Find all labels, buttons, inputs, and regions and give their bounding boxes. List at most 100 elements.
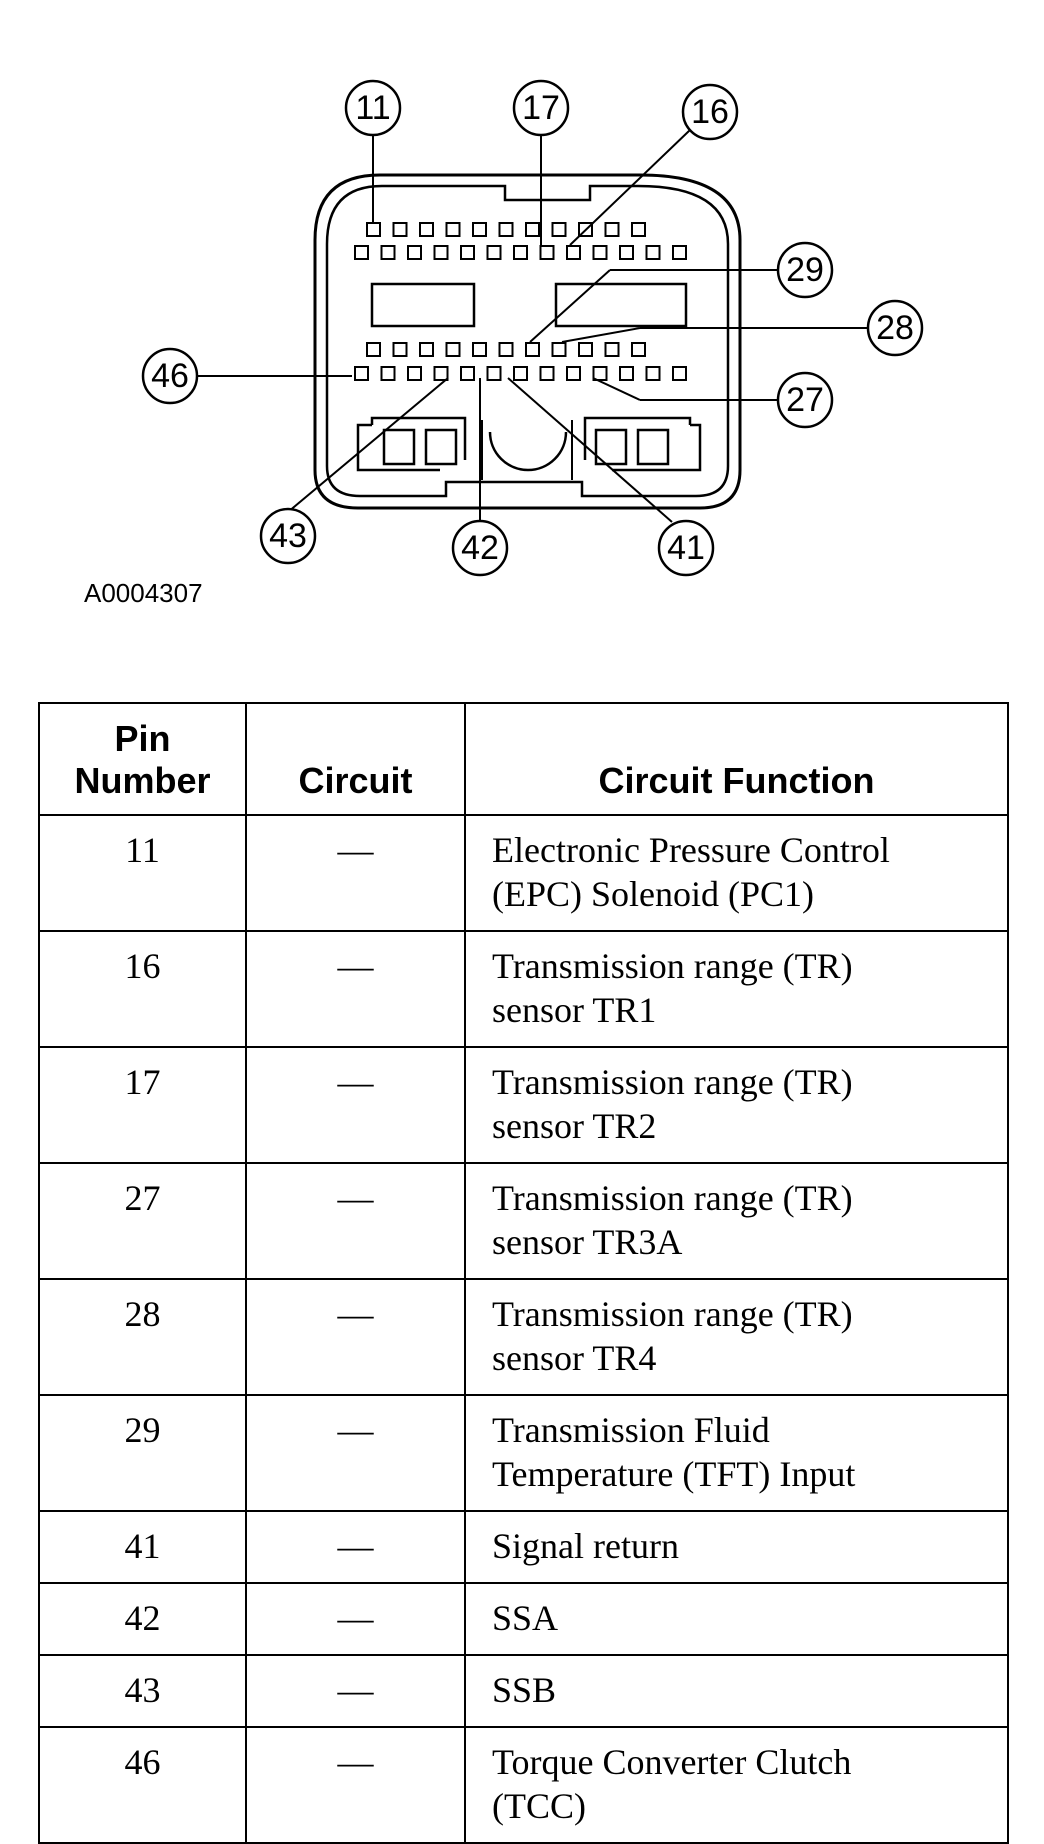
pin-cavity xyxy=(619,366,634,381)
circuit-function-line: Transmission range (TR) xyxy=(492,1062,853,1102)
pin-number-cell: 16 xyxy=(38,930,247,1048)
pin-number-cell: 27 xyxy=(38,1162,247,1280)
svg-text:42: 42 xyxy=(461,529,499,567)
circuit-function-cell: Transmission range (TR)sensor TR1 xyxy=(464,930,1009,1048)
callout-42: 42 xyxy=(451,519,509,577)
pin-number-cell: 11 xyxy=(38,814,247,932)
pin-cavity xyxy=(592,245,608,260)
circuit-function-line: sensor TR2 xyxy=(492,1106,657,1146)
pin-table: Pin Number Circuit Circuit Function 11—E… xyxy=(38,702,1009,1844)
pin-cavity xyxy=(407,245,422,260)
pin-cavity xyxy=(433,245,449,260)
svg-text:43: 43 xyxy=(269,517,307,555)
circuit-function-line: Transmission range (TR) xyxy=(492,946,853,986)
table-row: 43—SSB xyxy=(38,1654,1009,1728)
svg-text:11: 11 xyxy=(355,89,390,127)
table-row: 17—Transmission range (TR)sensor TR2 xyxy=(38,1046,1009,1164)
circuit-function-line: Transmission range (TR) xyxy=(492,1178,853,1218)
circuit-function-line: (EPC) Solenoid (PC1) xyxy=(492,874,815,914)
callout-28: 28 xyxy=(866,299,924,357)
pin-cavity xyxy=(460,245,475,260)
svg-text:41: 41 xyxy=(667,529,705,567)
pin-cavity xyxy=(392,222,408,237)
circuit-function-cell: Electronic Pressure Control(EPC) Solenoi… xyxy=(464,814,1009,932)
circuit-cell: — xyxy=(245,1654,466,1728)
pin-cavity xyxy=(380,245,396,260)
pin-cavity xyxy=(419,342,434,357)
callout-29: 29 xyxy=(776,241,834,299)
pin-cavity xyxy=(631,222,646,237)
circuit-cell: — xyxy=(245,814,466,932)
pin-cavity xyxy=(551,342,567,357)
pin-table-body: 11—Electronic Pressure Control(EPC) Sole… xyxy=(38,814,1009,1844)
svg-text:17: 17 xyxy=(522,89,560,127)
callout-27: 27 xyxy=(776,371,834,429)
circuit-cell: — xyxy=(245,1510,466,1584)
pin-number-cell: 42 xyxy=(38,1582,247,1656)
circuit-function-cell: Transmission range (TR)sensor TR2 xyxy=(464,1046,1009,1164)
pin-cavity xyxy=(486,245,502,260)
table-row: 16—Transmission range (TR)sensor TR1 xyxy=(38,930,1009,1048)
circuit-cell: — xyxy=(245,1726,466,1844)
pin-cavity xyxy=(498,342,514,357)
pin-cavity xyxy=(366,222,381,237)
table-header-row: Pin Number Circuit Circuit Function xyxy=(38,702,1009,816)
circuit-function-line: Electronic Pressure Control xyxy=(492,830,890,870)
pin-cavity xyxy=(672,245,687,260)
circuit-function-line: (TCC) xyxy=(492,1786,586,1826)
circuit-function-cell: Torque Converter Clutch(TCC) xyxy=(464,1726,1009,1844)
pin-number-cell: 17 xyxy=(38,1046,247,1164)
circuit-function-line: Transmission Fluid xyxy=(492,1410,770,1450)
connector-body xyxy=(313,173,742,510)
pin-cavity xyxy=(498,222,514,237)
pin-cavity xyxy=(445,222,461,237)
figure-id: A0004307 xyxy=(84,578,203,608)
circuit-function-cell: SSB xyxy=(464,1654,1009,1728)
pin-cavity xyxy=(566,245,581,260)
svg-text:16: 16 xyxy=(691,93,729,131)
pin-cavity xyxy=(354,245,369,260)
svg-text:27: 27 xyxy=(786,381,824,419)
table-row: 41—Signal return xyxy=(38,1510,1009,1584)
table-row: 11—Electronic Pressure Control(EPC) Sole… xyxy=(38,814,1009,932)
pin-number-cell: 46 xyxy=(38,1726,247,1844)
pin-cavity xyxy=(672,366,687,381)
circuit-function-line: sensor TR1 xyxy=(492,990,657,1030)
circuit-function-line: Temperature (TFT) Input xyxy=(492,1454,856,1494)
circuit-cell: — xyxy=(245,1394,466,1512)
pin-cavity xyxy=(486,366,502,381)
circuit-function-line: sensor TR4 xyxy=(492,1338,657,1378)
pin-cavity xyxy=(619,245,634,260)
pin-rows xyxy=(354,222,687,381)
callout-16: 16 xyxy=(681,83,739,141)
pin-cavity xyxy=(539,366,555,381)
callout-43: 43 xyxy=(259,507,317,565)
pin-cavity xyxy=(460,366,475,381)
circuit-function-line: Torque Converter Clutch xyxy=(492,1742,852,1782)
circuit-function-cell: SSA xyxy=(464,1582,1009,1656)
pin-cavity xyxy=(578,342,593,357)
callout-46: 46 xyxy=(141,347,199,405)
header-pin-number: Pin Number xyxy=(38,702,247,816)
circuit-function-cell: Transmission range (TR)sensor TR4 xyxy=(464,1278,1009,1396)
pin-cavity xyxy=(472,222,487,237)
callout-11: 11 xyxy=(344,79,402,137)
pin-cavity xyxy=(513,366,528,381)
leader-lines xyxy=(185,129,868,523)
pin-cavity xyxy=(419,222,434,237)
circuit-function-cell: Transmission range (TR)sensor TR3A xyxy=(464,1162,1009,1280)
circuit-cell: — xyxy=(245,1278,466,1396)
pin-cavity xyxy=(604,342,620,357)
circuit-cell: — xyxy=(245,930,466,1048)
callout-17: 17 xyxy=(512,79,570,137)
pin-cavity xyxy=(525,222,540,237)
header-circuit-function: Circuit Function xyxy=(464,702,1009,816)
table-row: 27—Transmission range (TR)sensor TR3A xyxy=(38,1162,1009,1280)
pin-cavity xyxy=(604,222,620,237)
circuit-cell: — xyxy=(245,1162,466,1280)
pin-cavity xyxy=(407,366,422,381)
pin-cavity xyxy=(513,245,528,260)
pin-cavity xyxy=(551,222,567,237)
svg-text:29: 29 xyxy=(786,251,824,289)
circuit-function-line: SSA xyxy=(492,1598,559,1638)
